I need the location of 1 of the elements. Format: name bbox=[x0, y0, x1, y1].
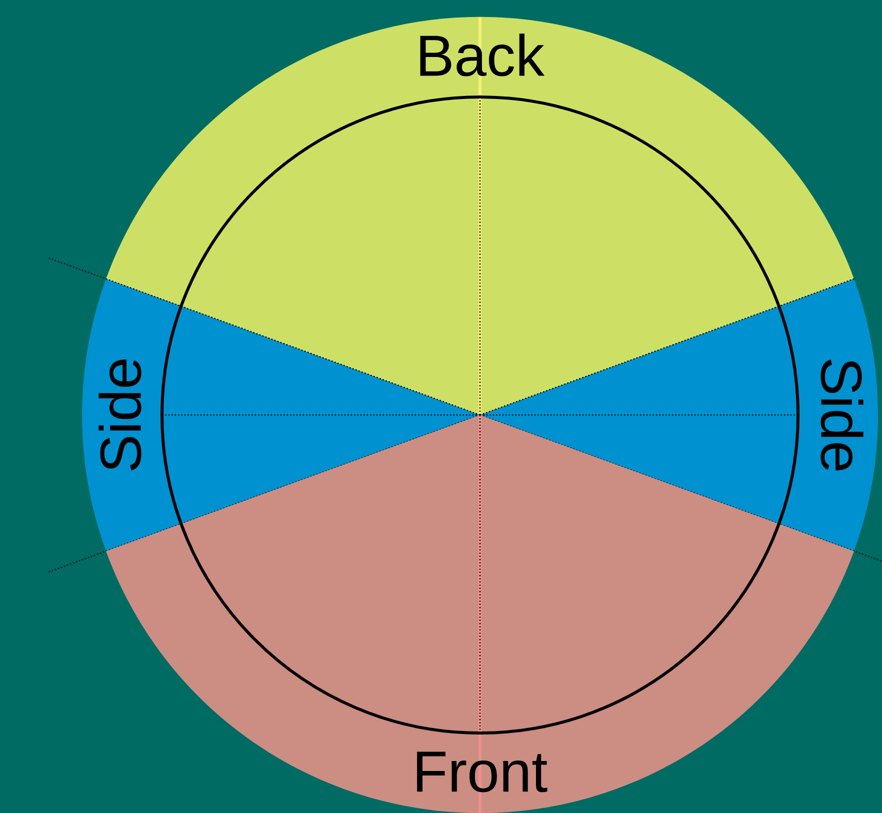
sector: Side bbox=[48, 257, 480, 573]
